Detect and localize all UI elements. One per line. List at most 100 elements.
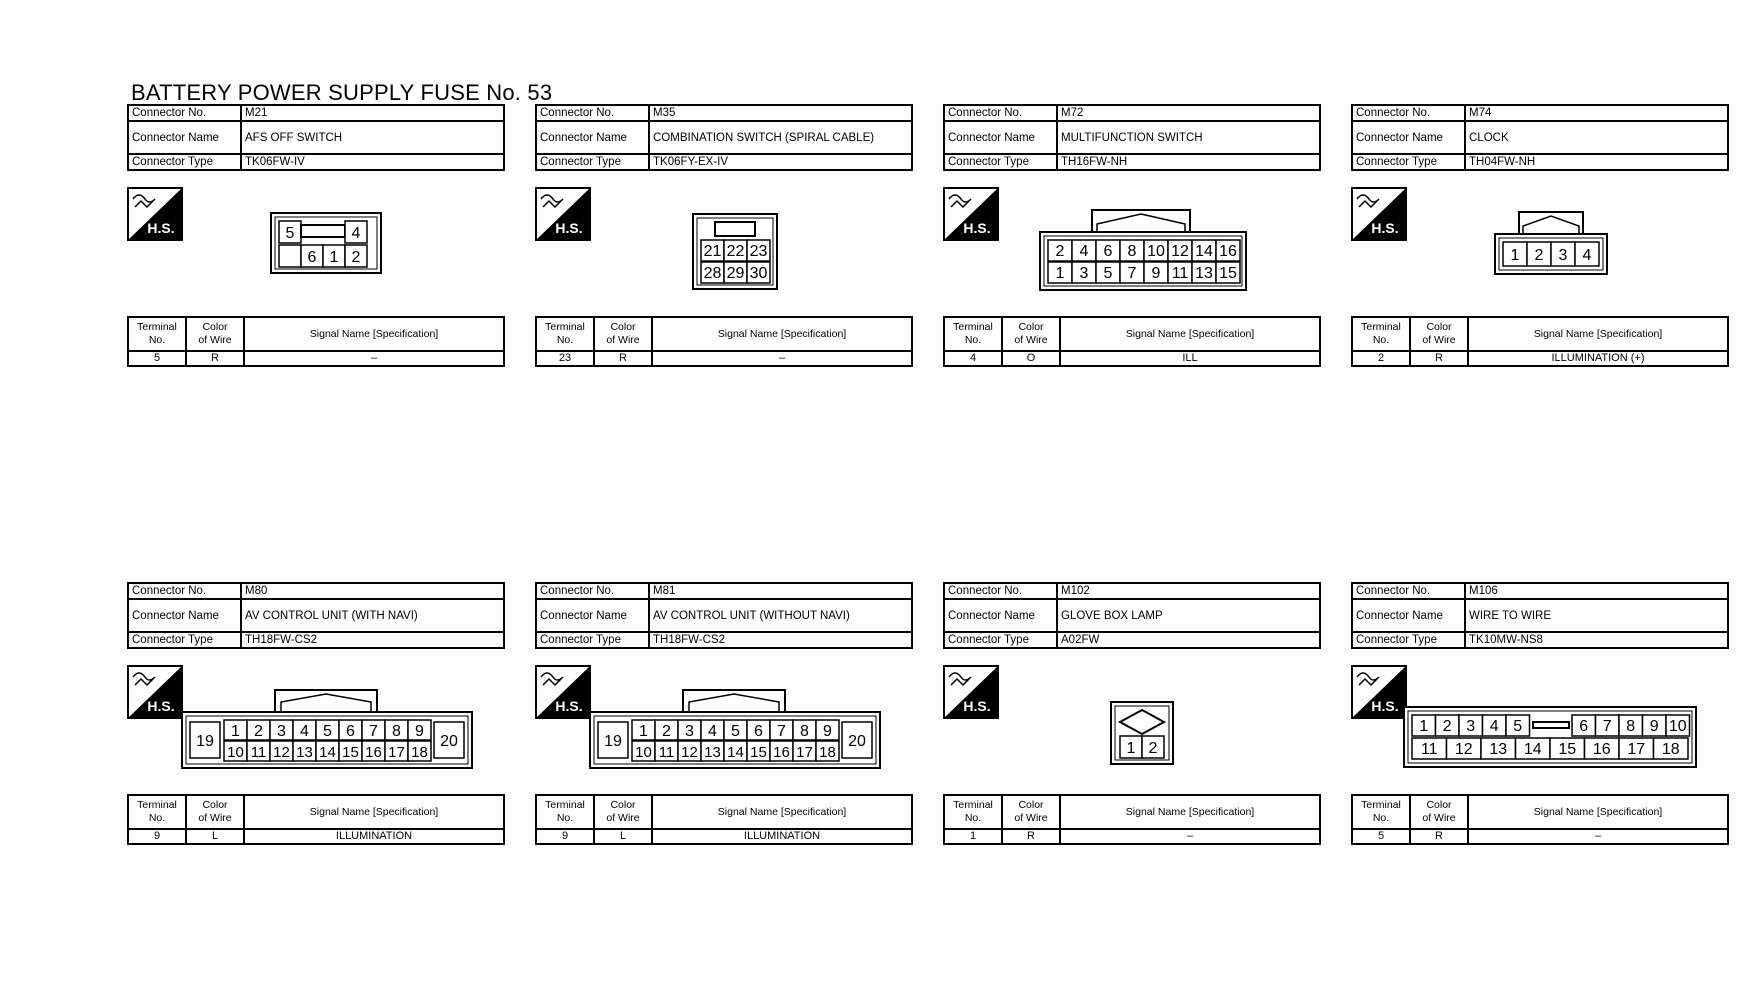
pin-label: 18 xyxy=(1662,741,1680,758)
pin-label: 10 xyxy=(1147,243,1165,260)
signal-name-value: – xyxy=(1059,828,1321,845)
connector-no-value: M35 xyxy=(648,104,913,122)
lock-tab xyxy=(1522,215,1580,236)
pin-cell xyxy=(433,721,465,759)
pin-label: 15 xyxy=(1219,265,1237,282)
pin-cell xyxy=(1215,261,1241,284)
color-header-line1: Color xyxy=(1426,799,1452,811)
color-header-line1: Color xyxy=(610,321,636,333)
lock-tab xyxy=(688,693,780,714)
terminal-no-header-line2: No. xyxy=(964,812,982,824)
color-header-line2: of Wire xyxy=(1014,334,1048,346)
connector-type-label: Connector Type xyxy=(1351,631,1466,649)
connector-no-value: M80 xyxy=(240,582,505,600)
pin-label: 2 xyxy=(662,723,671,740)
terminal-no-value: 9 xyxy=(127,828,187,845)
pin-cell xyxy=(1526,241,1552,267)
pin-cell xyxy=(815,740,840,762)
pin-label: 17 xyxy=(1627,741,1645,758)
harness-side-icon: H.S. xyxy=(943,187,999,241)
pin-label: 7 xyxy=(777,723,786,740)
pin-cell xyxy=(746,261,771,284)
page-title: BATTERY POWER SUPPLY FUSE No. 53 xyxy=(131,80,553,105)
pin-label: 4 xyxy=(1583,247,1592,264)
hs-label: H.S. xyxy=(555,220,582,236)
pin-label: 14 xyxy=(1524,741,1542,758)
pin-label: 10 xyxy=(1669,718,1687,735)
connector-name-value: AV CONTROL UNIT (WITHOUT NAVI) xyxy=(648,598,913,633)
pin-label: 1 xyxy=(231,723,240,740)
connector-no-label: Connector No. xyxy=(1351,104,1466,122)
pin-label: 28 xyxy=(704,265,722,282)
pin-label: 3 xyxy=(685,723,694,740)
pin-label: 12 xyxy=(273,744,290,761)
terminal-no-value: 2 xyxy=(1351,350,1411,367)
pin-label: 1 xyxy=(1511,247,1520,264)
terminal-no-value: 1 xyxy=(943,828,1003,845)
terminal-no-header-line1: Terminal xyxy=(953,321,993,333)
pin-label: 30 xyxy=(750,265,768,282)
connector-type-label: Connector Type xyxy=(1351,153,1466,171)
connector-type-value: TH04FW-NH xyxy=(1464,153,1729,171)
pin-label: 8 xyxy=(1626,718,1635,735)
connector-name-label: Connector Name xyxy=(535,120,650,155)
pin-label: 5 xyxy=(323,723,332,740)
signal-name-header: Signal Name [Specification] xyxy=(1059,794,1321,830)
signal-name-value: ILL xyxy=(1059,350,1321,367)
connector-no-label: Connector No. xyxy=(943,104,1058,122)
pin-label: 2 xyxy=(254,723,263,740)
hs-label: H.S. xyxy=(963,220,990,236)
pin-label: 2 xyxy=(352,249,361,266)
pin-label: 5 xyxy=(731,723,740,740)
pin-label: 4 xyxy=(1490,718,1499,735)
connector-no-label: Connector No. xyxy=(535,104,650,122)
pin-label: 16 xyxy=(773,744,790,761)
connector-name-value: CLOCK xyxy=(1464,120,1729,155)
signal-name-header: Signal Name [Specification] xyxy=(243,316,505,352)
lock-tab xyxy=(1117,708,1167,736)
pin-cell xyxy=(344,244,368,268)
pin-label: 2 xyxy=(1149,740,1158,757)
pin-label: 10 xyxy=(227,744,244,761)
pin-label: 20 xyxy=(848,733,866,750)
pin-cell xyxy=(815,719,840,741)
pin-label: 16 xyxy=(1593,741,1611,758)
signal-name-value: ILLUMINATION xyxy=(651,828,913,845)
connector-hand-icon xyxy=(132,194,156,209)
pin-label: 18 xyxy=(819,744,836,761)
pin-label: 7 xyxy=(1128,265,1137,282)
pin-cell xyxy=(407,719,432,741)
signal-name-header: Signal Name [Specification] xyxy=(651,794,913,830)
pin-label: 1 xyxy=(1056,265,1065,282)
pin-label: 3 xyxy=(277,723,286,740)
pin-label: 4 xyxy=(352,225,361,242)
color-header-line1: Color xyxy=(1426,321,1452,333)
connector-hand-icon xyxy=(540,194,564,209)
pin-label: 6 xyxy=(1104,243,1113,260)
connector-name-value: AV CONTROL UNIT (WITH NAVI) xyxy=(240,598,505,633)
connector-name-label: Connector Name xyxy=(535,598,650,633)
hs-label: H.S. xyxy=(147,698,174,714)
pin-label: 4 xyxy=(1080,243,1089,260)
pin-label: 10 xyxy=(635,744,652,761)
wire-color-value: O xyxy=(1001,350,1061,367)
pin-label: 16 xyxy=(365,744,382,761)
connector-no-value: M102 xyxy=(1056,582,1321,600)
connector-name-label: Connector Name xyxy=(1351,120,1466,155)
